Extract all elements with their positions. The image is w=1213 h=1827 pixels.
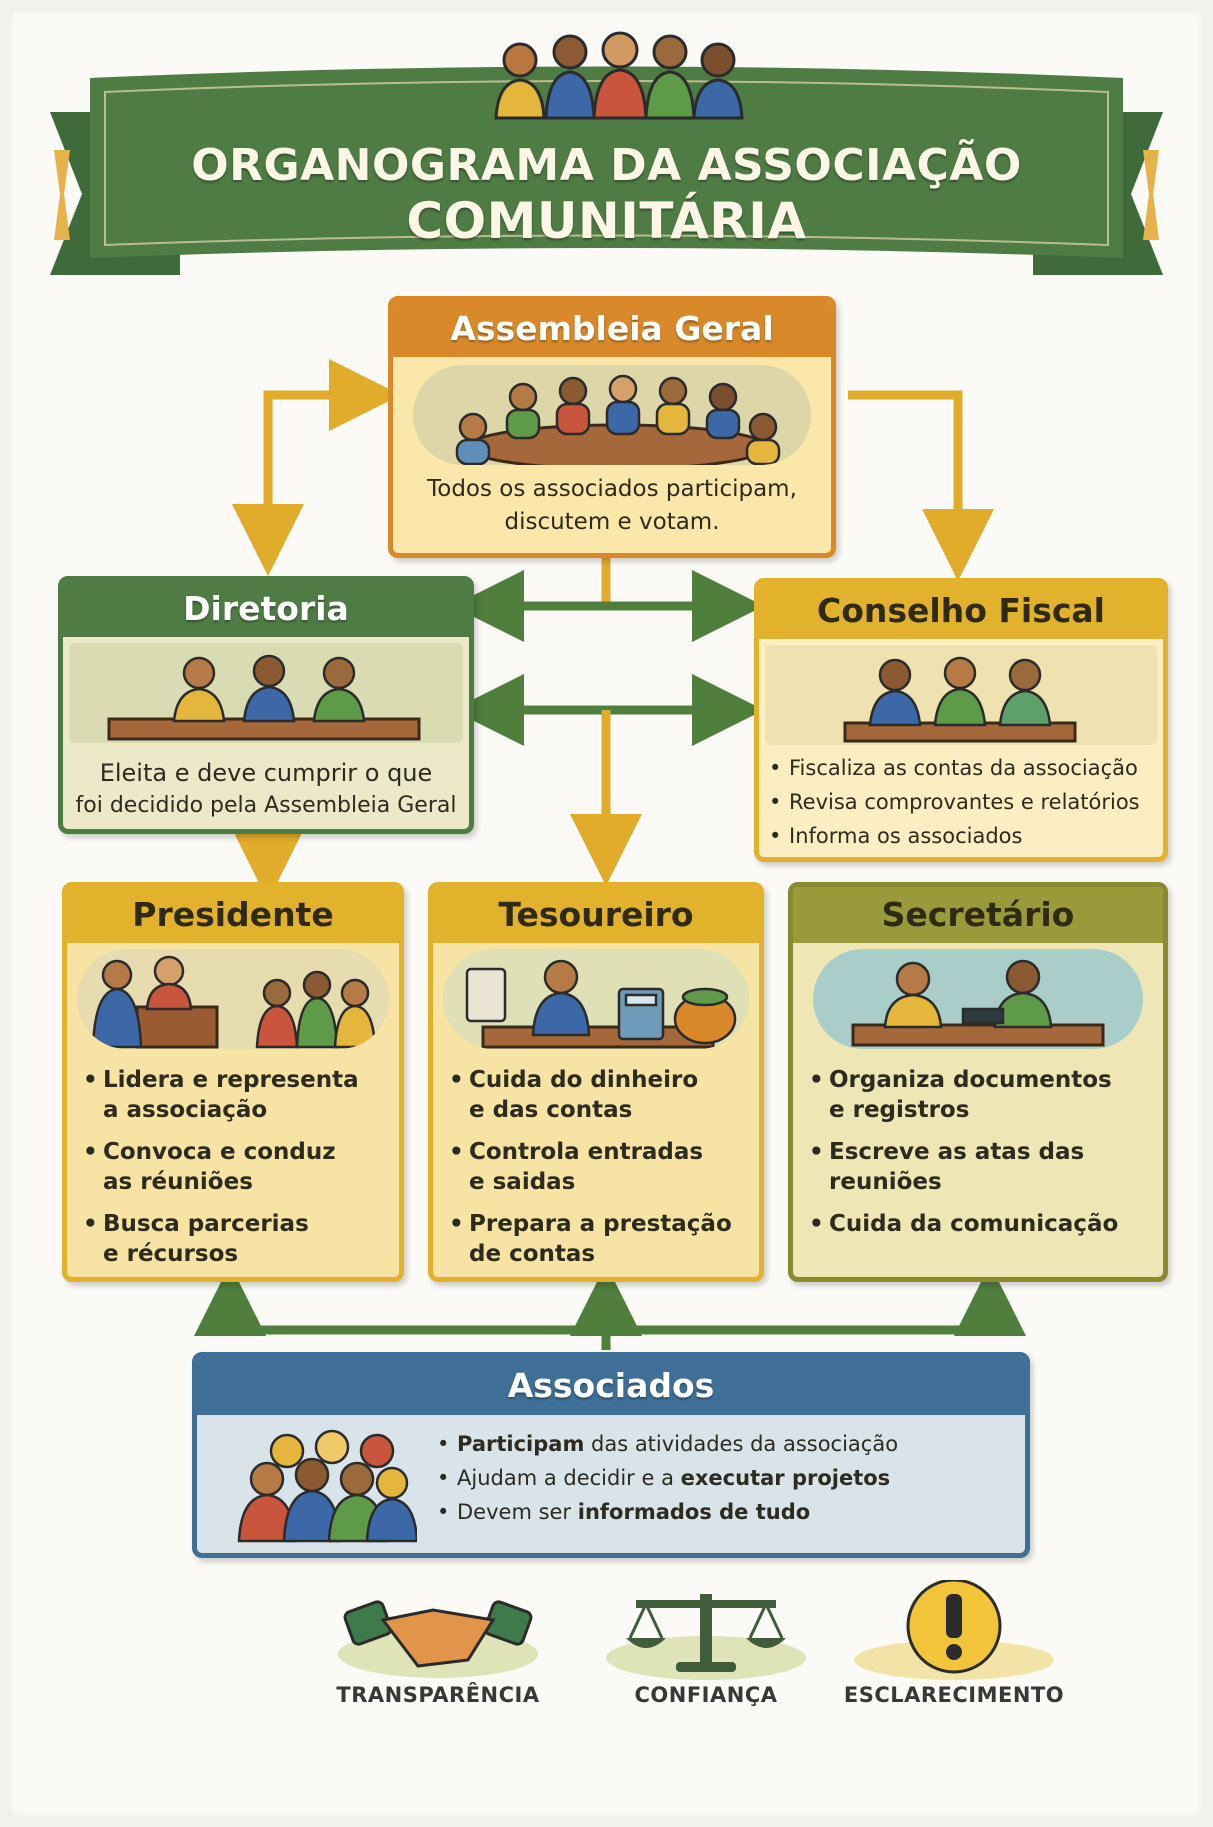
fiscal-council-illustration <box>765 645 1157 745</box>
list-item: Participam das atividades da associação <box>435 1429 1015 1459</box>
president-speaking-illustration <box>77 949 389 1049</box>
assembleia-geral-box: Assembleia Geral Todos os associados par… <box>388 296 836 558</box>
arrow-assembleia-to-conselho <box>848 390 994 581</box>
title-line-2: COMUNITÁRIA <box>406 192 807 250</box>
conselho-fiscal-list: Fiscaliza as contas da associação Revisa… <box>767 753 1159 855</box>
board-meeting-illustration <box>69 643 463 743</box>
diretoria-desc-line-2: foi decidido pela Assembleia Geral <box>75 793 457 818</box>
list-item: Devem ser informados de tudo <box>435 1497 1015 1527</box>
assembleia-desc-line-2: discutem e votam. <box>504 509 720 535</box>
handshake-icon <box>328 1580 548 1680</box>
diretoria-title: Diretoria <box>63 581 469 637</box>
list-item: Revisa comprovantes e relatórios <box>767 787 1159 817</box>
value-label-transparencia: TRANSPARÊNCIA <box>336 1683 540 1707</box>
scales-icon <box>596 1580 816 1680</box>
list-item: Informa os associados <box>767 821 1159 851</box>
exclamation-icon <box>844 1578 1064 1680</box>
conselho-fiscal-box: Conselho Fiscal Fiscaliza as contas da a… <box>754 578 1168 862</box>
conselho-fiscal-title: Conselho Fiscal <box>759 583 1163 639</box>
members-group-illustration <box>227 1423 419 1543</box>
treasurer-illustration <box>443 949 749 1049</box>
associados-box: Associados Participam das atividades da … <box>192 1352 1030 1558</box>
list-item: Ajudam a decidir e a executar projetos <box>435 1463 1015 1493</box>
title-banner <box>50 31 1163 275</box>
presidente-title: Presidente <box>67 887 399 943</box>
assembleia-geral-title: Assembleia Geral <box>393 301 831 357</box>
list-item: Fiscaliza as contas da associação <box>767 753 1159 783</box>
title-line-1: ORGANOGRAMA DA ASSOCIAÇÃO <box>191 140 1022 191</box>
community-people-icon <box>494 31 744 120</box>
assembly-meeting-illustration <box>413 365 811 465</box>
secretario-title: Secretário <box>793 887 1163 943</box>
secretary-illustration <box>813 949 1143 1049</box>
diretoria-box: Diretoria Eleita e deve cumprir o que fo… <box>58 576 474 834</box>
assembleia-desc-line-1: Todos os associados participam, <box>427 476 797 502</box>
value-label-confianca: CONFIANÇA <box>634 1683 778 1707</box>
diretoria-desc-line-1: Eleita e deve cumprir o que <box>99 759 433 787</box>
associados-list: Participam das atividades da associação … <box>435 1429 1015 1531</box>
associados-title: Associados <box>197 1357 1025 1415</box>
arrow-diretoria-to-assembleia <box>263 359 401 532</box>
list-item: Cuida da comunicação <box>807 1209 1155 1239</box>
value-label-esclarecimento: ESCLARECIMENTO <box>843 1683 1065 1707</box>
tesoureiro-title: Tesoureiro <box>433 887 759 943</box>
